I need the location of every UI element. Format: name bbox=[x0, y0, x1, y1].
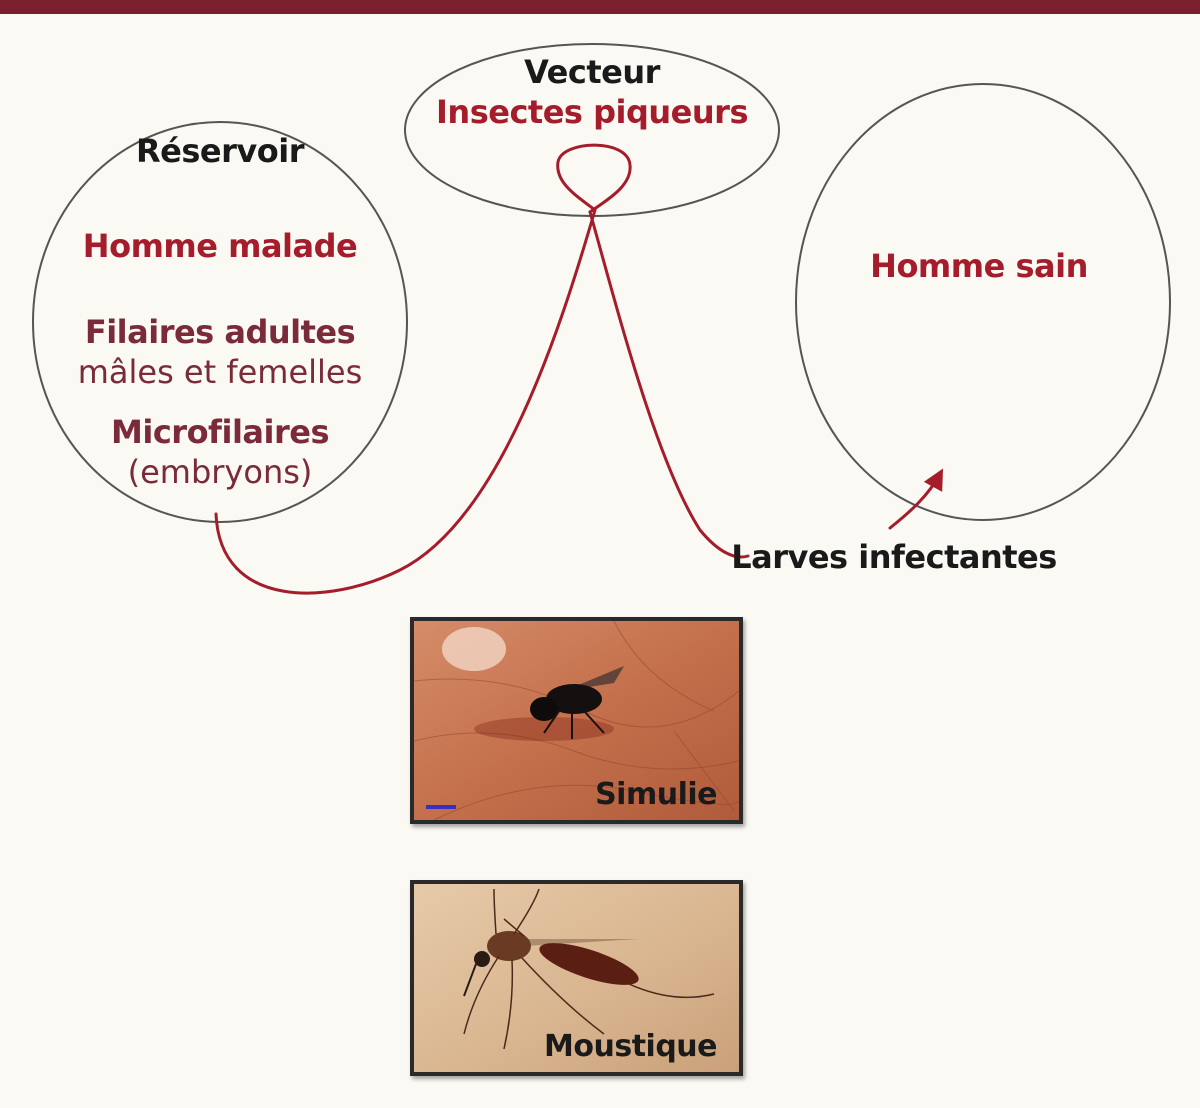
vector-subtitle: Insectes piqueurs bbox=[436, 93, 748, 131]
mosquito-caption: Moustique bbox=[544, 1029, 717, 1064]
reservoir-title: Réservoir bbox=[136, 132, 304, 170]
adult-filariae-detail: mâles et femelles bbox=[77, 353, 363, 391]
healthy-host-title: Homme sain bbox=[870, 247, 1088, 285]
mosquito-illustration bbox=[414, 884, 739, 1072]
blackfly-illustration bbox=[414, 621, 739, 820]
microfilariae-title: Microfilaires bbox=[111, 413, 330, 451]
blackfly-caption: Simulie bbox=[595, 777, 717, 812]
blackfly-photo: Simulie bbox=[410, 617, 743, 824]
mosquito-icon bbox=[463, 888, 715, 1050]
reservoir-circle bbox=[32, 121, 408, 523]
infection-arrow bbox=[888, 468, 944, 530]
top-band bbox=[0, 0, 1200, 14]
healthy-circle bbox=[795, 83, 1171, 521]
reservoir-host: Homme malade bbox=[82, 227, 358, 265]
adult-filariae-title: Filaires adultes bbox=[84, 313, 356, 351]
infective-larvae-label: Larves infectantes bbox=[731, 538, 1057, 576]
vector-title: Vecteur bbox=[524, 53, 660, 91]
transmission-loop bbox=[214, 143, 750, 595]
mosquito-photo: Moustique bbox=[410, 880, 743, 1076]
blackfly-icon bbox=[530, 666, 624, 739]
microfilariae-detail: (embryons) bbox=[127, 453, 313, 491]
